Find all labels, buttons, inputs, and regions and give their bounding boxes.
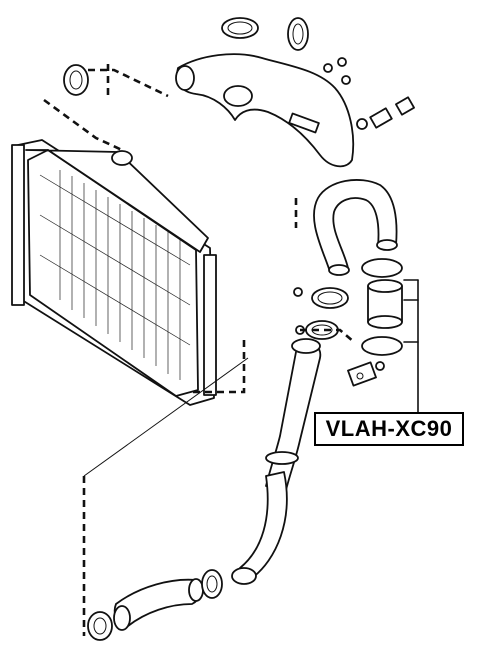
hose-coupling-ring [305, 287, 349, 340]
hose-clamp [287, 17, 309, 51]
lower-charge-pipe [231, 338, 322, 585]
part-number-text: VLAH-XC90 [325, 416, 453, 441]
intercooler-core [39, 170, 191, 380]
hose-clamp [201, 569, 223, 599]
bracket [347, 361, 385, 387]
hose-clamp [63, 64, 89, 96]
intercooler [11, 139, 217, 406]
leader-line [403, 279, 419, 413]
upper-intake-pipe [175, 53, 355, 168]
bolt [293, 287, 305, 335]
part-number-label: VLAH-XC90 [314, 412, 464, 446]
lower-hose [113, 578, 204, 631]
intercooler-hose-coupling [361, 258, 403, 356]
bolt [323, 57, 351, 85]
middle-bent-hose [313, 179, 398, 276]
dashed-reference-line [43, 64, 355, 636]
hose-clamp [221, 17, 259, 39]
sensor [356, 96, 415, 130]
hose-clamp [87, 611, 113, 641]
